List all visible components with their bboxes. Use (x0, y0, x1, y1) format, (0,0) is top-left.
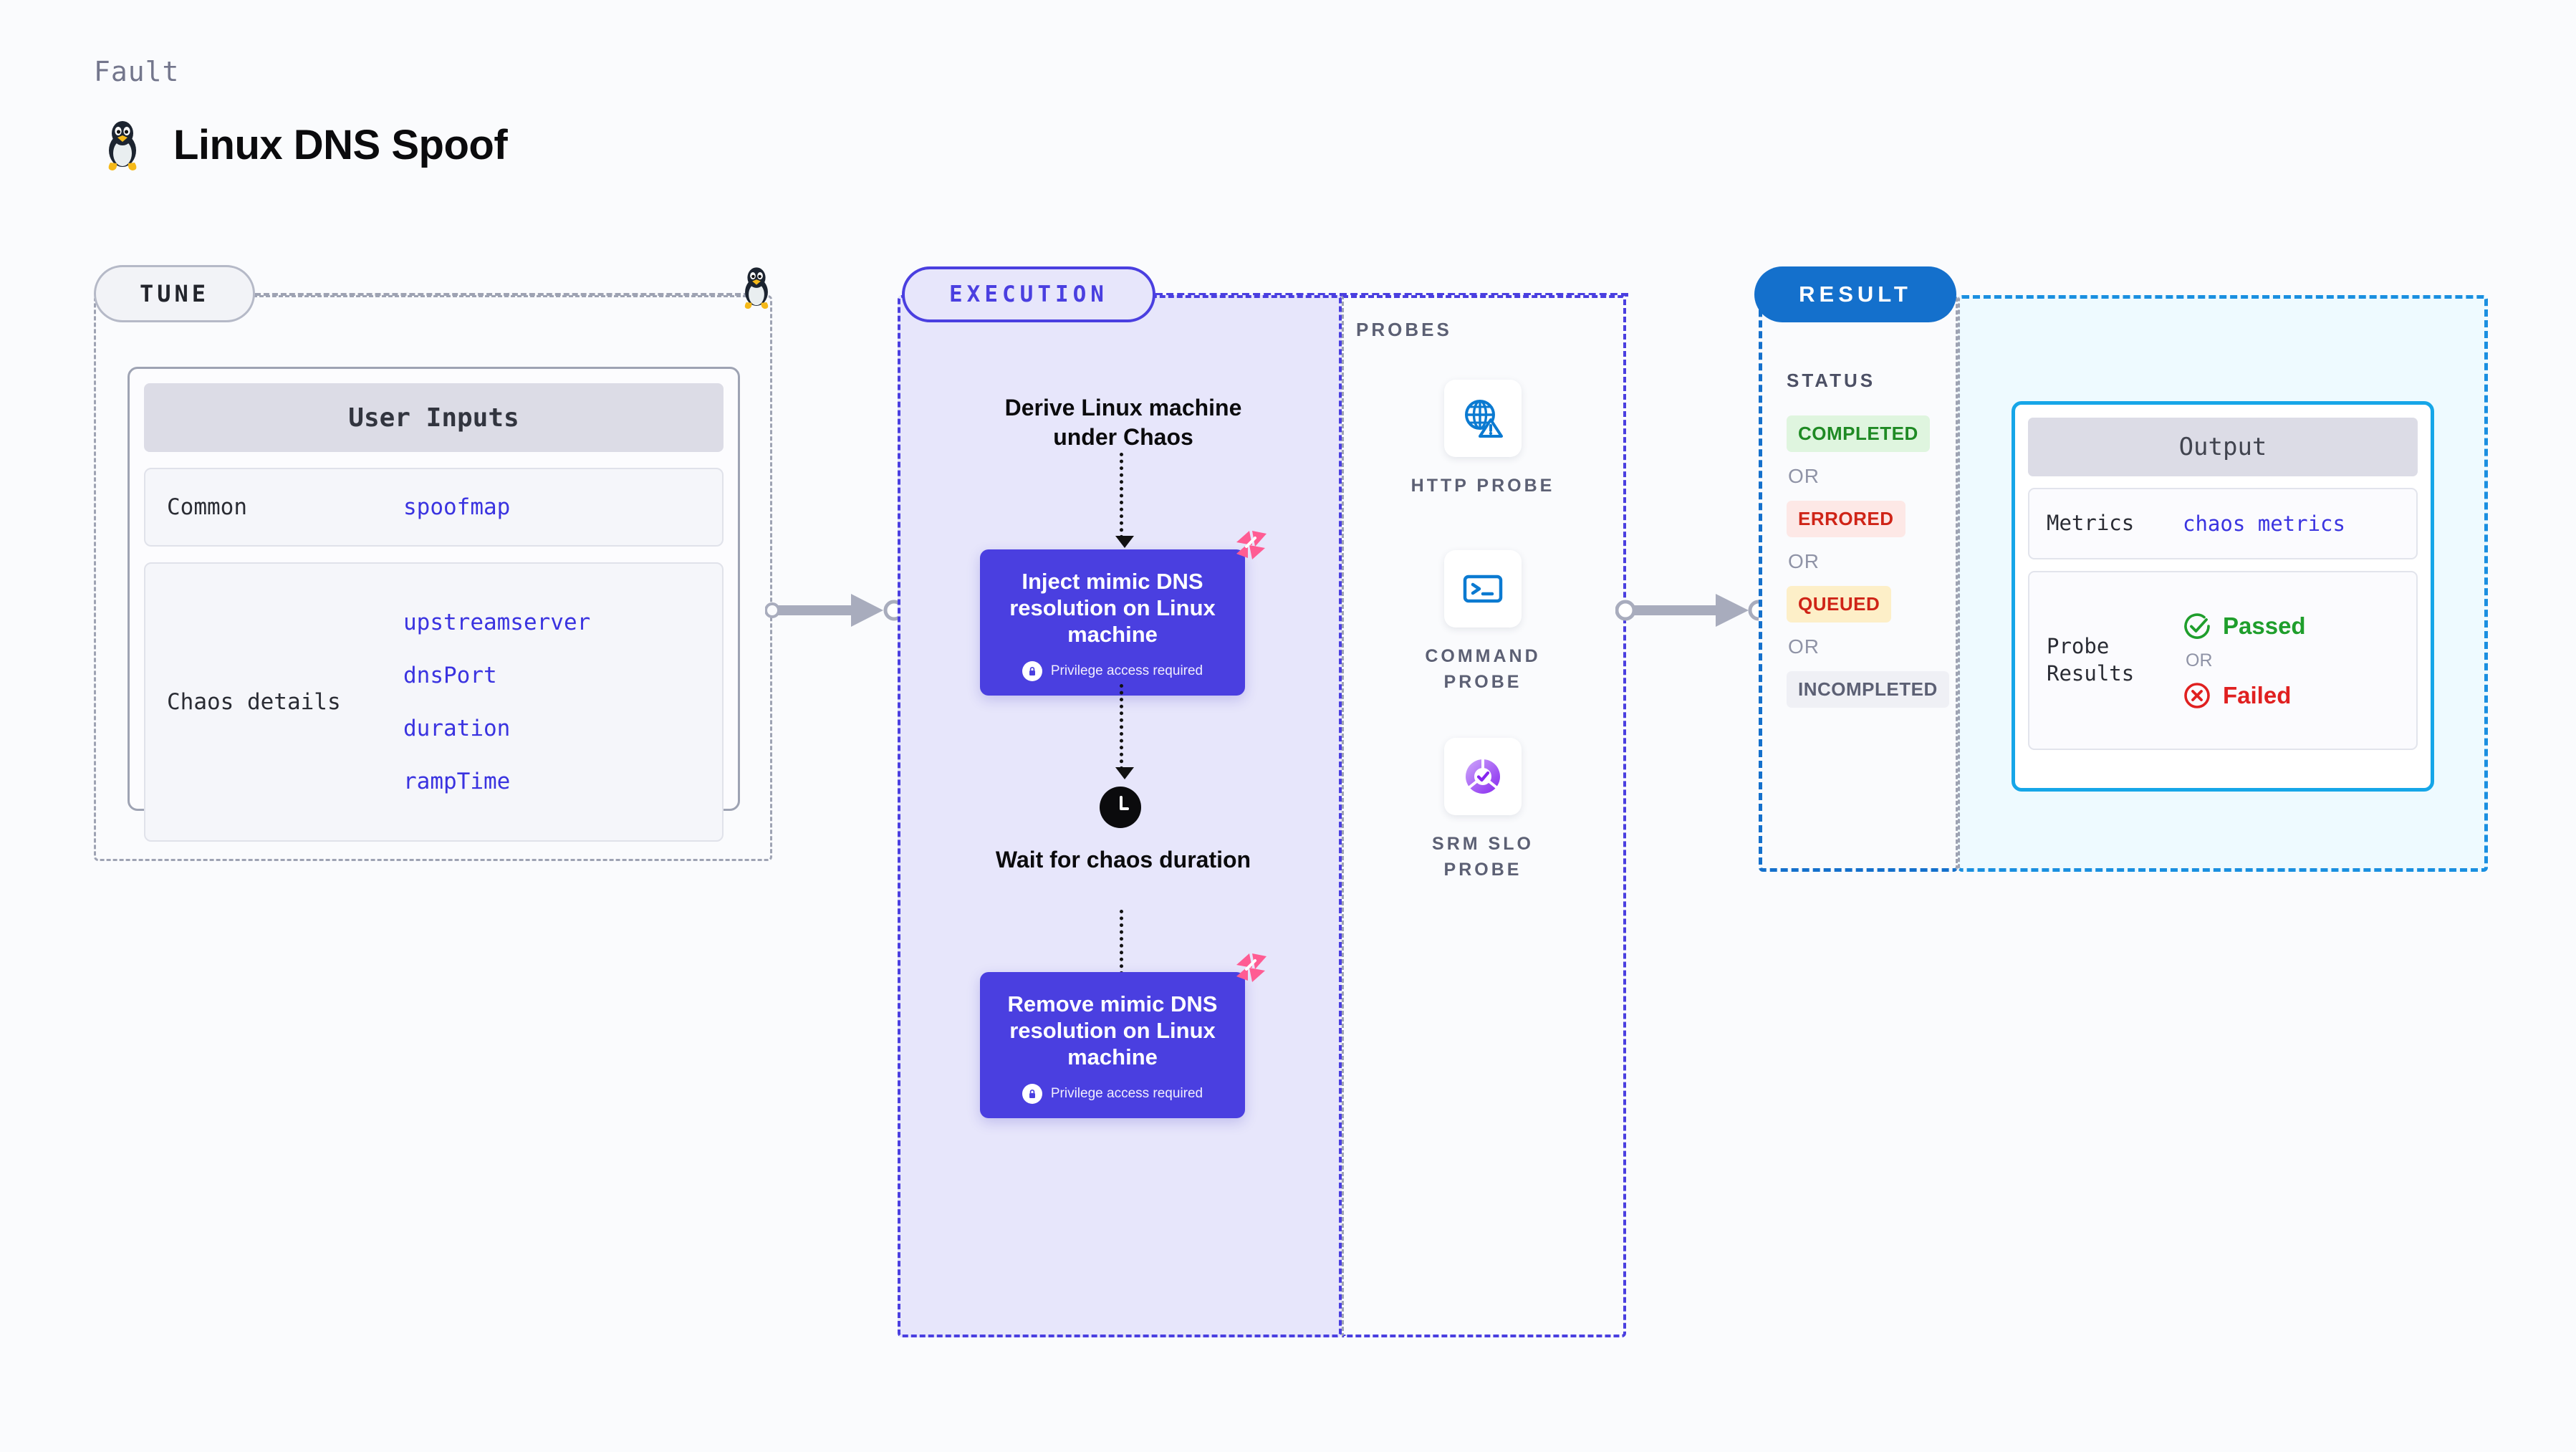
input-value[interactable]: rampTime (403, 769, 511, 794)
chaos-node-title: Inject mimic DNS resolution on Linux mac… (1009, 569, 1216, 648)
probe-label: HTTP PROBE (1410, 476, 1555, 496)
flow-step-wait: Wait for chaos duration (995, 847, 1251, 872)
check-circle-icon (2183, 612, 2211, 640)
status-badge-completed: COMPLETED (1787, 415, 1930, 452)
input-group-values: upstreamserver dnsPort duration rampTime (403, 610, 590, 794)
clock-icon (1100, 787, 1141, 828)
status-badge-incompleted: INCOMPLETED (1787, 671, 1949, 708)
input-group-label: Chaos details (167, 688, 341, 715)
output-group-metrics: Metrics chaos metrics (2028, 488, 2418, 559)
probe-label: SRM SLO PROBE (1432, 834, 1534, 880)
user-inputs-title: User Inputs (144, 383, 724, 452)
probe-label: COMMAND PROBE (1425, 646, 1541, 693)
linux-penguin-icon (100, 118, 145, 171)
status-list: COMPLETED OR ERRORED OR QUEUED OR INCOMP… (1787, 415, 1951, 708)
execution-to-result-arrow (1615, 585, 1773, 635)
tune-pill[interactable]: TUNE (94, 265, 255, 322)
probe-result-passed: Passed (2183, 612, 2306, 640)
execution-connector-line (1155, 293, 1628, 297)
chaos-mark-icon (1234, 952, 1268, 984)
probe-results-values: Passed OR Failed (2183, 612, 2306, 710)
flow-arrow (1115, 453, 1134, 548)
page-title: Linux DNS Spoof (173, 121, 508, 168)
linux-penguin-icon-small (738, 265, 775, 309)
probes-panel (1342, 295, 1626, 1337)
status-section-label: STATUS (1787, 370, 1876, 391)
privilege-note: Privilege access required (994, 660, 1231, 681)
flow-arrow (1115, 684, 1134, 779)
privilege-text: Privilege access required (1050, 663, 1203, 678)
probe-item-http[interactable]: HTTP PROBE (1390, 380, 1576, 499)
output-card: Output Metrics chaos metrics Probe Resul… (2012, 401, 2434, 792)
chaos-mark-icon (1234, 529, 1268, 561)
status-badge-errored: ERRORED (1787, 501, 1905, 537)
input-group-values: spoofmap (403, 494, 510, 520)
input-group-common: Common spoofmap (144, 468, 724, 547)
globe-warning-icon (1444, 380, 1522, 457)
input-value[interactable]: duration (403, 716, 511, 741)
tune-panel (94, 295, 772, 861)
flow-step-derive: Derive Linux machine under Chaos (1004, 395, 1242, 450)
result-panel (1759, 295, 1958, 872)
lock-icon (1022, 1083, 1042, 1104)
probes-section-label: PROBES (1356, 319, 1452, 340)
or-label: OR (1788, 550, 1820, 572)
output-group-probe-results: Probe Results Passed OR (2028, 571, 2418, 750)
tune-connector-line (255, 293, 749, 296)
output-metrics-label: Metrics (2047, 511, 2135, 536)
result-pill[interactable]: RESULT (1754, 266, 1956, 322)
failed-label: Failed (2223, 681, 2292, 708)
probe-item-srm-slo[interactable]: SRM SLO PROBE (1390, 738, 1576, 883)
or-label: OR (1788, 635, 1820, 658)
tune-to-execution-arrow (765, 585, 905, 635)
or-label: OR (2186, 650, 2213, 670)
slo-donut-check-icon (1444, 738, 1522, 815)
probe-result-failed: Failed (2183, 681, 2306, 710)
execution-pill[interactable]: EXECUTION (902, 266, 1155, 322)
x-circle-icon (2183, 681, 2211, 710)
terminal-icon (1444, 550, 1522, 628)
input-value[interactable]: spoofmap (403, 494, 511, 520)
probe-item-command[interactable]: COMMAND PROBE (1390, 550, 1576, 696)
input-group-label: Common (167, 494, 247, 520)
lock-icon (1022, 660, 1042, 681)
passed-label: Passed (2223, 612, 2306, 639)
or-label: OR (1788, 465, 1820, 487)
output-probe-results-label: Probe Results (2047, 634, 2135, 686)
input-group-chaos-details: Chaos details upstreamserver dnsPort dur… (144, 562, 724, 842)
privilege-note: Privilege access required (994, 1083, 1231, 1104)
input-value[interactable]: dnsPort (403, 663, 497, 688)
chaos-node-inject[interactable]: Inject mimic DNS resolution on Linux mac… (980, 531, 1267, 696)
page-header: Linux DNS Spoof (100, 118, 508, 171)
input-value[interactable]: upstreamserver (403, 610, 591, 635)
output-metrics-value[interactable]: chaos metrics (2183, 511, 2345, 536)
page-eyebrow: Fault (94, 56, 180, 87)
output-card-title: Output (2028, 418, 2418, 476)
status-badge-queued: QUEUED (1787, 586, 1892, 622)
chaos-node-title: Remove mimic DNS resolution on Linux mac… (1007, 991, 1218, 1070)
user-inputs-card: User Inputs Common spoofmap Chaos detail… (128, 367, 740, 842)
chaos-node-remove[interactable]: Remove mimic DNS resolution on Linux mac… (980, 953, 1267, 1118)
privilege-text: Privilege access required (1050, 1085, 1203, 1101)
